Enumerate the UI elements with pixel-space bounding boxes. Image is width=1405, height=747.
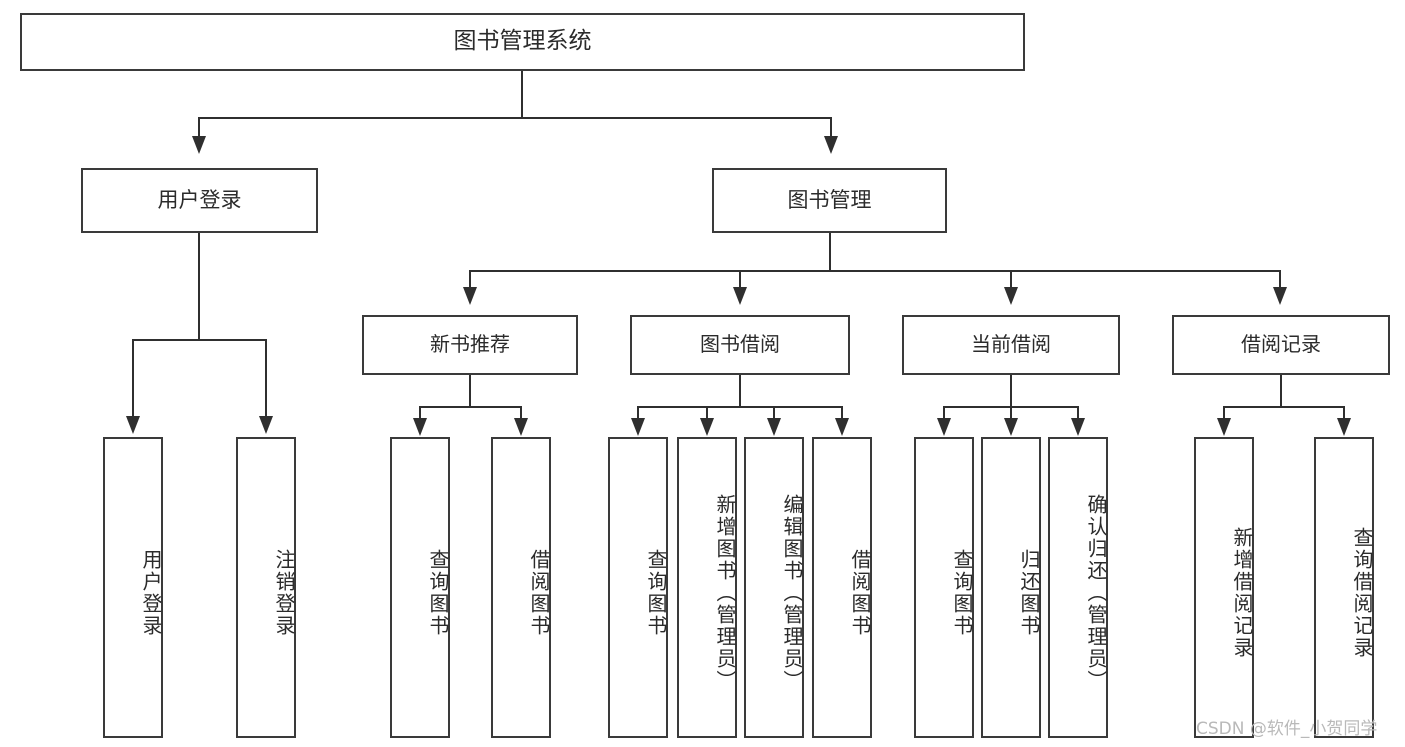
connector-new-book-recommend-bus <box>419 406 522 408</box>
arrow-borrow-record <box>1273 287 1287 305</box>
leaf-bb-edit-book-admin[interactable]: 编辑图书（管理员） <box>744 437 804 738</box>
leaf-nbr-query-book[interactable]: 查询图书 <box>390 437 450 738</box>
arrow-leaf-bb-2 <box>700 418 714 436</box>
connector-book-management-stem <box>829 233 831 272</box>
connector-drop-borrow-record <box>1279 270 1281 288</box>
node-label: 借阅图书 <box>848 548 872 637</box>
node-label: 图书借阅 <box>700 332 780 357</box>
node-borrow-record[interactable]: 借阅记录 <box>1172 315 1390 375</box>
arrow-leaf-br-2 <box>1337 418 1351 436</box>
leaf-cb-confirm-return-admin[interactable]: 确认归还（管理员） <box>1048 437 1108 738</box>
node-book-borrow[interactable]: 图书借阅 <box>630 315 850 375</box>
leaf-user-login-logout[interactable]: 注销登录 <box>236 437 296 738</box>
connector-drop-leaf-bb-1 <box>637 406 639 420</box>
leaf-bb-borrow-book[interactable]: 借阅图书 <box>812 437 872 738</box>
leaf-bb-query-book[interactable]: 查询图书 <box>608 437 668 738</box>
connector-drop-leaf-nbr-2 <box>520 406 522 420</box>
arrow-leaf-bb-1 <box>631 418 645 436</box>
connector-drop-leaf-bb-2 <box>706 406 708 420</box>
node-root-book-management-system[interactable]: 图书管理系统 <box>20 13 1025 71</box>
leaf-br-query-record[interactable]: 查询借阅记录 <box>1314 437 1374 738</box>
connector-drop-leaf-br-1 <box>1223 406 1225 420</box>
arrow-leaf-user-login-1 <box>126 416 140 434</box>
connector-drop-current-borrow <box>1010 270 1012 288</box>
node-label: 归还图书 <box>1017 548 1041 637</box>
node-label: 新书推荐 <box>430 332 510 357</box>
node-label: 查询图书 <box>950 548 974 637</box>
connector-drop-user-login <box>198 117 200 139</box>
connector-drop-leaf-cb-2 <box>1010 406 1012 420</box>
connector-book-borrow-stem <box>739 375 741 408</box>
node-label: 新增借阅记录 <box>1230 526 1254 659</box>
connector-borrow-record-bus <box>1223 406 1345 408</box>
arrow-book-borrow <box>733 287 747 305</box>
connector-user-login-bus <box>132 339 267 341</box>
leaf-user-login-login[interactable]: 用户登录 <box>103 437 163 738</box>
connector-root-bus <box>198 117 832 119</box>
arrow-new-book-recommend <box>463 287 477 305</box>
node-label: 图书管理系统 <box>453 28 592 55</box>
connector-drop-new-book-recommend <box>469 270 471 288</box>
node-label: 注销登录 <box>272 548 296 637</box>
node-label: 查询借阅记录 <box>1350 526 1374 659</box>
connector-borrow-record-stem <box>1280 375 1282 408</box>
arrow-leaf-user-login-2 <box>259 416 273 434</box>
connector-drop-book-management <box>830 117 832 139</box>
leaf-br-add-record[interactable]: 新增借阅记录 <box>1194 437 1254 738</box>
node-label: 图书管理 <box>787 188 872 213</box>
leaf-nbr-borrow-book[interactable]: 借阅图书 <box>491 437 551 738</box>
arrow-leaf-br-1 <box>1217 418 1231 436</box>
connector-drop-leaf-user-login-2 <box>265 339 267 419</box>
connector-drop-leaf-cb-1 <box>943 406 945 420</box>
leaf-cb-query-book[interactable]: 查询图书 <box>914 437 974 738</box>
arrow-leaf-cb-1 <box>937 418 951 436</box>
node-book-management[interactable]: 图书管理 <box>712 168 947 233</box>
node-label: 确认归还（管理员） <box>1084 493 1108 692</box>
connector-root-stem <box>521 71 523 118</box>
leaf-bb-add-book-admin[interactable]: 新增图书（管理员） <box>677 437 737 738</box>
node-label: 新增图书（管理员） <box>713 493 737 692</box>
connector-drop-leaf-br-2 <box>1343 406 1345 420</box>
node-label: 借阅记录 <box>1241 332 1321 357</box>
arrow-user-login <box>192 136 206 154</box>
node-user-login[interactable]: 用户登录 <box>81 168 318 233</box>
connector-book-management-bus <box>469 270 1281 272</box>
arrow-leaf-nbr-2 <box>514 418 528 436</box>
arrow-leaf-bb-3 <box>767 418 781 436</box>
node-label: 查询图书 <box>426 548 450 637</box>
node-current-borrow[interactable]: 当前借阅 <box>902 315 1120 375</box>
connector-drop-leaf-cb-3 <box>1077 406 1079 420</box>
arrow-leaf-cb-2 <box>1004 418 1018 436</box>
connector-drop-leaf-bb-3 <box>773 406 775 420</box>
node-label: 用户登录 <box>139 548 163 637</box>
arrow-current-borrow <box>1004 287 1018 305</box>
connector-drop-leaf-nbr-1 <box>419 406 421 420</box>
connector-drop-leaf-bb-4 <box>841 406 843 420</box>
node-label: 编辑图书（管理员） <box>780 493 804 692</box>
connector-user-login-stem <box>198 233 200 340</box>
node-label: 用户登录 <box>157 188 242 213</box>
arrow-leaf-bb-4 <box>835 418 849 436</box>
connector-new-book-recommend-stem <box>469 375 471 408</box>
arrow-leaf-cb-3 <box>1071 418 1085 436</box>
node-label: 查询图书 <box>644 548 668 637</box>
node-label: 当前借阅 <box>971 332 1051 357</box>
arrow-leaf-nbr-1 <box>413 418 427 436</box>
connector-book-borrow-bus <box>637 406 842 408</box>
node-new-book-recommend[interactable]: 新书推荐 <box>362 315 578 375</box>
connector-current-borrow-stem <box>1010 375 1012 408</box>
node-label: 借阅图书 <box>527 548 551 637</box>
connector-drop-book-borrow <box>739 270 741 288</box>
connector-drop-leaf-user-login-1 <box>132 339 134 419</box>
arrow-book-management <box>824 136 838 154</box>
leaf-cb-return-book[interactable]: 归还图书 <box>981 437 1041 738</box>
